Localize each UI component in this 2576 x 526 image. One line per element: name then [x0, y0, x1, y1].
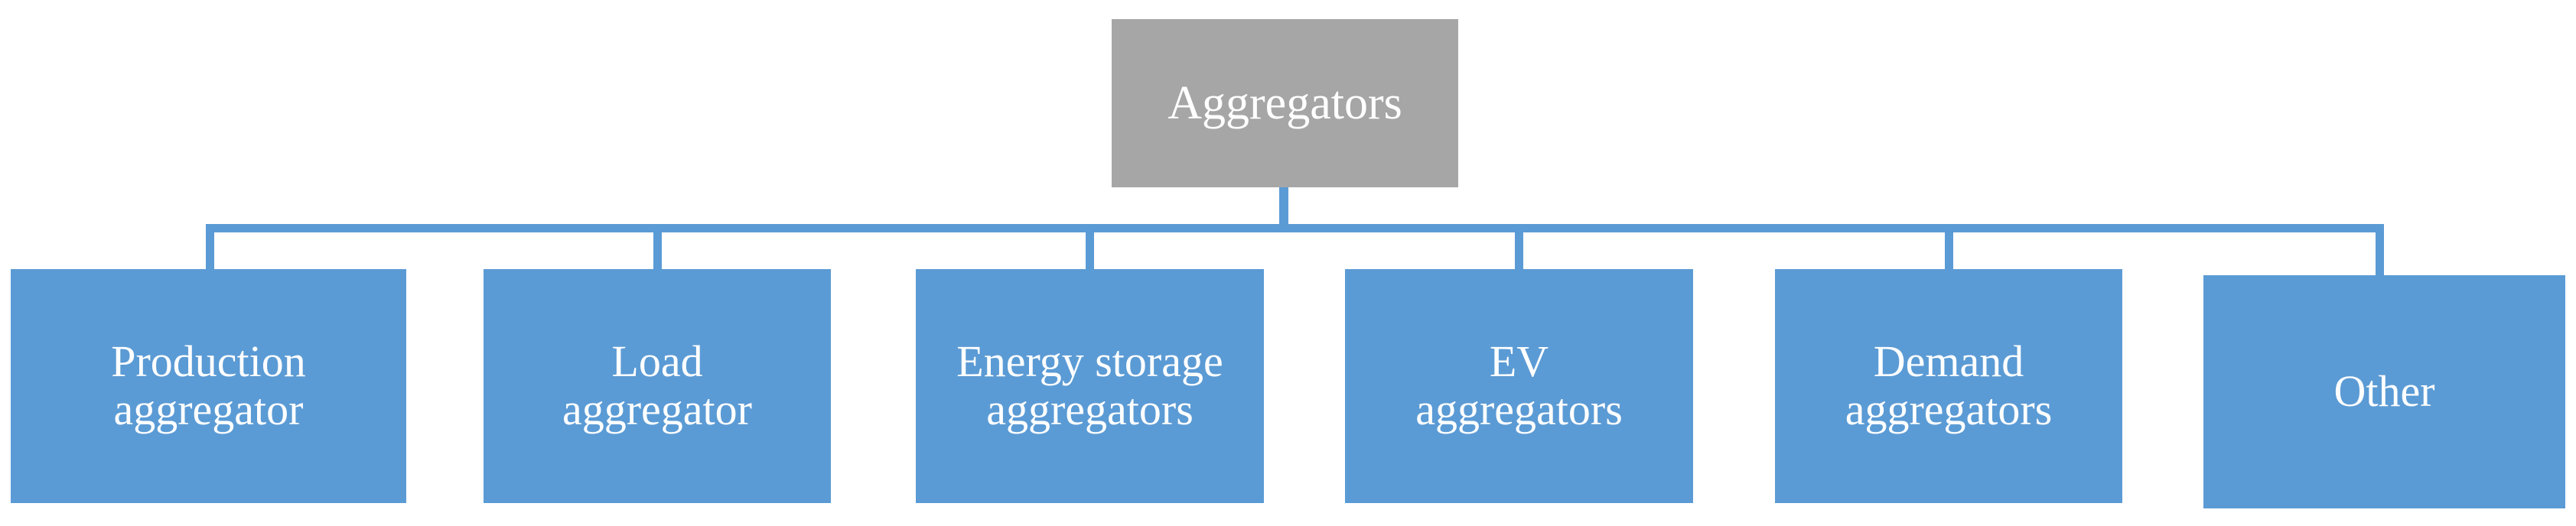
node-root-aggregators[interactable]: Aggregators: [1112, 19, 1458, 187]
node-child-label: Production aggregator: [111, 336, 306, 434]
connector-drop-4: [1945, 224, 1953, 270]
node-child-label: Other: [2333, 366, 2435, 417]
node-child-demand-aggregators[interactable]: Demand aggregators: [1775, 269, 2122, 503]
node-child-ev-aggregators[interactable]: EV aggregators: [1345, 269, 1693, 503]
connector-drop-3: [1515, 224, 1523, 270]
node-child-label: EV aggregators: [1415, 336, 1623, 434]
node-child-label: Energy storage aggregators: [956, 336, 1223, 434]
node-child-label: Demand aggregators: [1845, 336, 2053, 434]
connector-drop-1: [653, 224, 662, 270]
connector-drop-2: [1086, 224, 1094, 270]
connector-drop-0: [206, 224, 214, 270]
node-child-other[interactable]: Other: [2203, 275, 2565, 508]
node-child-label: Load aggregator: [562, 336, 752, 434]
connector-rail: [206, 224, 2384, 232]
node-child-energy-storage-aggregators[interactable]: Energy storage aggregators: [916, 269, 1264, 503]
node-child-load-aggregator[interactable]: Load aggregator: [484, 269, 831, 503]
connector-trunk: [1279, 187, 1288, 229]
connector-drop-5: [2376, 224, 2384, 276]
node-child-production-aggregator[interactable]: Production aggregator: [11, 269, 406, 503]
node-root-label: Aggregators: [1168, 76, 1402, 129]
